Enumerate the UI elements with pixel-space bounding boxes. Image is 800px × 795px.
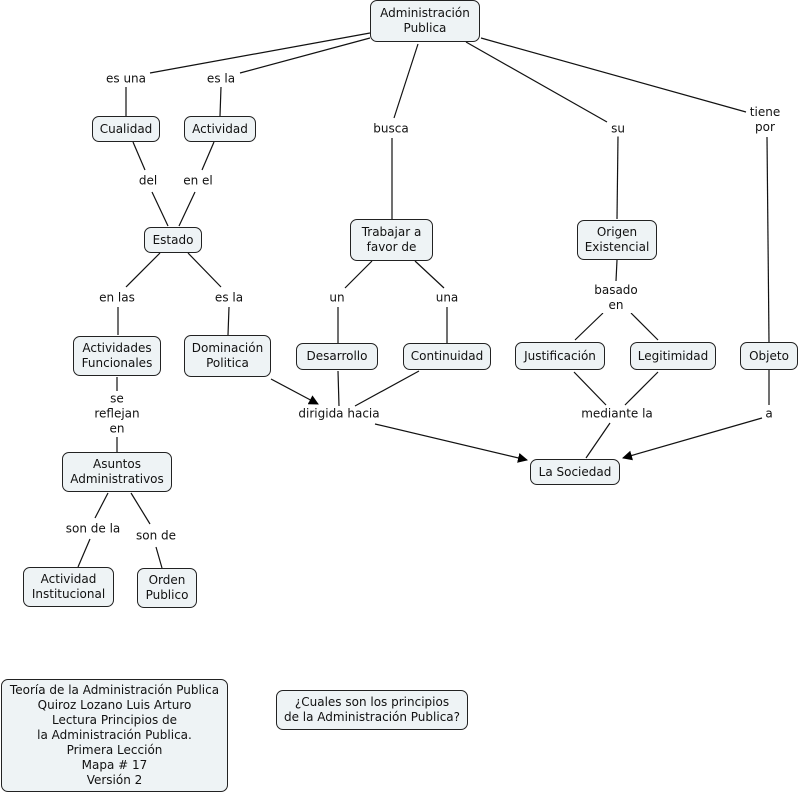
edge bbox=[132, 141, 146, 171]
info-box[interactable]: Teoría de la Administración Publica Quir… bbox=[1, 679, 228, 792]
concept-la-sociedad[interactable]: La Sociedad bbox=[530, 459, 620, 485]
concept-trabajar-a-favor-de[interactable]: Trabajar a favor de bbox=[350, 219, 433, 261]
edge bbox=[187, 252, 222, 288]
edge bbox=[344, 260, 373, 289]
edge bbox=[585, 422, 611, 459]
edge-arrow bbox=[270, 378, 319, 405]
edge-arrow bbox=[622, 417, 763, 461]
concept-justificacion[interactable]: Justificación bbox=[515, 342, 605, 370]
concept-cualidad[interactable]: Cualidad bbox=[92, 116, 160, 142]
edge bbox=[574, 312, 604, 341]
concept-orden-publico[interactable]: Orden Publico bbox=[137, 568, 197, 608]
link-se-reflejan-en: se reflejan en bbox=[93, 391, 141, 437]
concept-desarrollo[interactable]: Desarrollo bbox=[296, 343, 378, 370]
edge bbox=[149, 32, 371, 74]
link-una: una bbox=[434, 290, 460, 306]
focus-question[interactable]: ¿Cuales son los principios de la Adminis… bbox=[276, 690, 468, 730]
edge bbox=[219, 86, 222, 117]
edge bbox=[616, 135, 619, 220]
concept-estado[interactable]: Estado bbox=[144, 227, 202, 253]
edge bbox=[624, 371, 659, 406]
concept-actividad-institucional[interactable]: Actividad Institucional bbox=[23, 567, 114, 607]
concept-continuidad[interactable]: Continuidad bbox=[403, 343, 491, 370]
link-son-de-la: son de la bbox=[64, 521, 122, 537]
edge bbox=[615, 259, 618, 282]
link-es-una: es una bbox=[104, 71, 148, 87]
edge bbox=[630, 312, 659, 341]
concept-origen-existencial[interactable]: Origen Existencial bbox=[577, 220, 657, 260]
edge bbox=[239, 37, 371, 74]
link-es-la: es la bbox=[205, 71, 237, 87]
link-su: su bbox=[610, 121, 626, 137]
concept-legitimidad[interactable]: Legitimidad bbox=[630, 342, 716, 370]
edge bbox=[155, 546, 163, 569]
edge bbox=[337, 370, 340, 407]
link-son-de: son de bbox=[134, 528, 178, 544]
edge bbox=[125, 252, 161, 288]
edge bbox=[94, 492, 109, 519]
concept-objeto[interactable]: Objeto bbox=[740, 342, 798, 370]
link-en-el: en el bbox=[182, 173, 214, 189]
edge bbox=[77, 538, 91, 568]
link-en-las: en las bbox=[98, 290, 136, 306]
edge bbox=[465, 41, 608, 123]
edge bbox=[130, 492, 151, 525]
edge-arrow bbox=[374, 423, 528, 463]
link-busca: busca bbox=[372, 121, 410, 137]
link-basado-en: basado en bbox=[593, 283, 639, 313]
edge bbox=[201, 141, 215, 171]
link-del: del bbox=[137, 173, 159, 189]
link-es-la-dominacion: es la bbox=[213, 290, 245, 306]
link-a: a bbox=[764, 406, 774, 422]
concept-dominacion-politica[interactable]: Dominación Politica bbox=[184, 335, 271, 377]
edge bbox=[480, 37, 747, 113]
link-dirigida-hacia: dirigida hacia bbox=[297, 406, 381, 422]
edge bbox=[151, 191, 169, 227]
edge bbox=[414, 260, 445, 289]
edge bbox=[393, 43, 419, 119]
link-tiene-por: tiene por bbox=[748, 105, 782, 135]
edge bbox=[227, 306, 230, 336]
concept-actividades-funcionales[interactable]: Actividades Funcionales bbox=[73, 336, 161, 376]
edge bbox=[573, 371, 607, 406]
concept-asuntos-administrativos[interactable]: Asuntos Administrativos bbox=[62, 452, 172, 492]
concept-actividad[interactable]: Actividad bbox=[184, 116, 256, 142]
link-un: un bbox=[328, 290, 346, 306]
edge bbox=[178, 191, 196, 227]
link-mediante-la: mediante la bbox=[580, 406, 654, 422]
edge bbox=[354, 370, 420, 407]
concept-administracion-publica[interactable]: Administración Publica bbox=[370, 0, 480, 42]
edge bbox=[766, 136, 770, 343]
